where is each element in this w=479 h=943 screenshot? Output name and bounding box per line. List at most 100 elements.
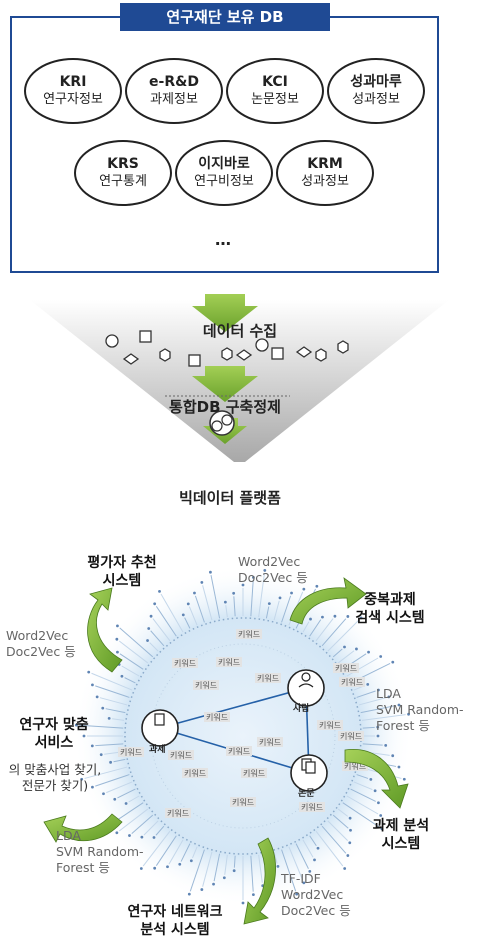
network-ray [113,758,126,763]
network-ray-dot [391,754,395,758]
network-ray-dot [189,859,193,863]
network-ray [117,788,136,799]
network-ray-dot [87,670,91,674]
network-ray-dot [120,674,124,678]
network-ray-dot [158,589,161,593]
person-node-label: 사람 [293,704,310,714]
network-ray-dot [139,867,143,870]
data-hexagon-shape [159,348,171,362]
stage-integrated-db: 통합DB 구축정제 [169,398,281,416]
network-ray-dot [241,901,245,905]
network-ray-dot [212,882,215,886]
project-icon [154,713,165,726]
network-ray-dot [302,881,306,885]
network-ray [350,788,376,802]
keyword-tag-bg [236,629,262,639]
keyword-tag: 키워드 [170,751,192,760]
network-ray-dot [128,834,131,837]
network-ray-dot [290,591,293,595]
collect-arrow [192,294,258,332]
network-ray-dot [377,688,380,692]
db-item-ezbaro: 이지바로 연구비정보 [175,140,273,206]
system-project-analysis: 과제 분석 시스템 [372,818,430,852]
network-ray [258,854,263,883]
network-ray-dot [348,841,352,845]
network-ray-dot [109,760,112,764]
data-square-shape [139,330,152,343]
keyword-tag-bg [168,750,194,760]
network-ray-dot [232,591,236,595]
network-ray [143,820,159,836]
network-ray-dot [101,706,105,710]
method-text-top: Word2Vec Doc2Vec 등 [238,554,308,585]
arrow-researcher-service [43,813,123,843]
paper-icon-back [305,761,316,774]
network-ray [118,640,149,664]
network-ray [119,627,154,658]
network-ray [224,854,228,875]
db-item-desc: 연구비정보 [194,174,254,189]
data-hexagon-shape [221,347,233,361]
keyword-tag: 키워드 [238,630,260,639]
network-ray [258,573,265,618]
db-box-title: 연구재단 보유 DB [120,3,330,31]
network-ray [79,724,124,729]
project-node-label: 과제 [149,745,166,755]
network-ray [160,593,184,633]
keyword-tag-bg [216,657,242,667]
network-ray [356,690,376,698]
network-ray [91,672,133,691]
network-ray-dot [367,650,370,654]
network-ray-dot [80,777,84,781]
network-ray-dot [91,683,94,687]
network-ray [152,618,171,642]
data-diamond-shape [122,353,140,365]
keyword-tag: 키워드 [257,674,279,683]
db-item-kri: KRI 연구자정보 [24,58,122,124]
network-ray-dot [102,792,105,796]
network-ray [202,851,213,887]
network-ray-dot [82,734,86,738]
network-ray [119,653,144,670]
keyword-tag-bg [230,797,256,807]
network-ray-dot [107,716,111,720]
network-ray [124,677,136,684]
network-ray [353,781,373,791]
network-ray-dot [186,602,190,606]
network-ray-dot [308,870,312,873]
network-ray-dot [387,695,391,699]
network-ray [131,814,154,834]
network-ray-dot [74,723,78,727]
arrow-project-analysis [344,748,409,809]
keyword-tag: 키워드 [195,681,217,690]
network-ray-dot [377,801,380,805]
network-ray [327,619,360,652]
person-icon [301,672,311,682]
keyword-tag-bg [241,768,267,778]
network-ray-dot [146,639,149,642]
network-ray-dot [384,743,388,747]
network-ray-dot [116,624,119,628]
network-ray [149,642,159,652]
db-item-name: 성과마루 [350,74,402,90]
db-item-kci: KCI 논문정보 [226,58,324,124]
network-ray [106,781,133,794]
keyword-tag: 키워드 [120,748,142,757]
network-ray-dot [278,596,282,600]
network-ray-dot [181,613,185,617]
network-ray-dot [402,777,406,781]
integrate-arrow [192,366,258,402]
keyword-tag-bg [182,768,208,778]
network-ray-dot [379,655,383,658]
keyword-tag: 키워드 [206,713,228,722]
db-item-name: 이지바로 [198,156,250,172]
project-node [141,709,179,747]
network-ray-dot [187,892,191,896]
db-item-desc: 성과정보 [352,92,400,107]
person-node [287,669,325,707]
network-ray-dot [267,602,271,605]
arrow-duplicate [289,577,367,625]
platform-inner-circle [221,414,233,426]
keyword-tag-bg [226,746,252,756]
